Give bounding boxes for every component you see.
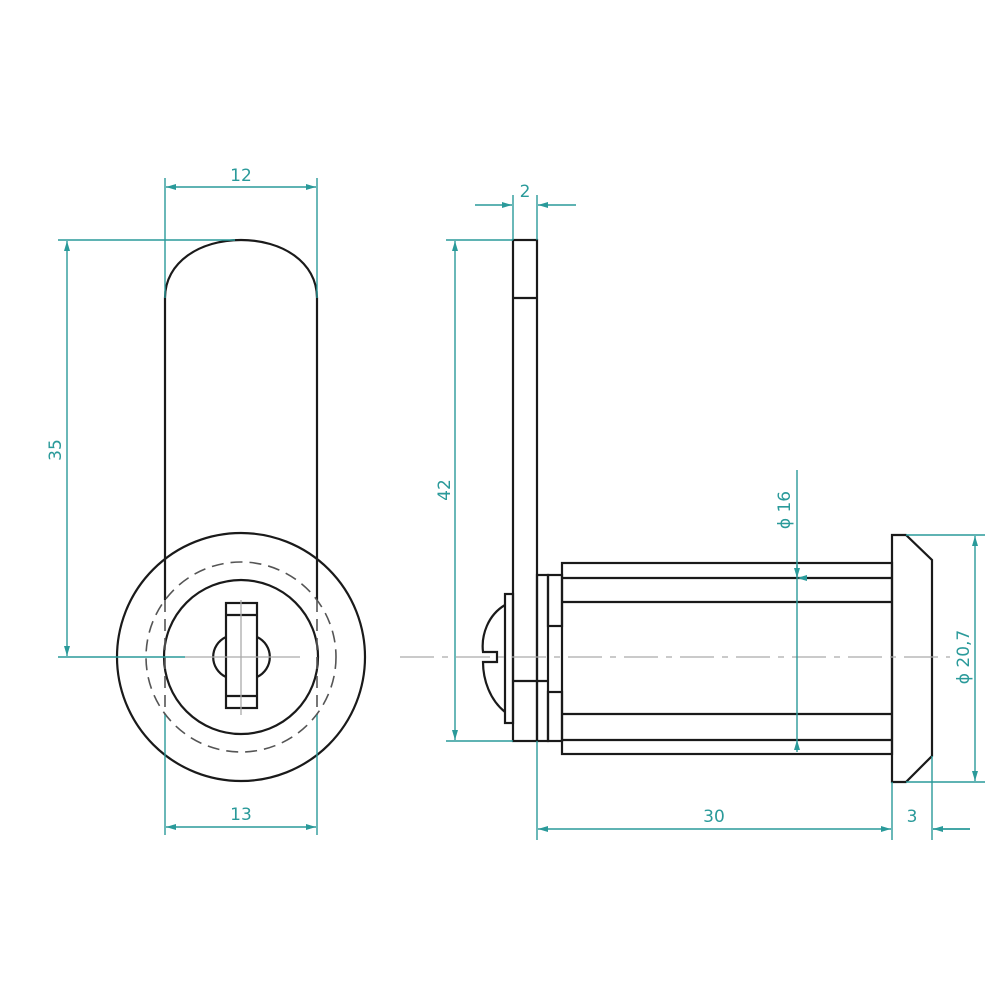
collar <box>535 573 550 743</box>
flange <box>890 533 934 784</box>
dim-body-length: 30 <box>703 807 725 827</box>
side-dimensions: 2 42 ϕ 16 ϕ 20,7 30 3 <box>435 182 985 840</box>
dim-cam-thickness: 2 <box>520 182 531 202</box>
side-view <box>400 238 950 784</box>
dim-flange-diameter: ϕ 20,7 <box>954 630 974 684</box>
cam-plate <box>511 238 539 743</box>
dim-width-top: 12 <box>230 166 252 186</box>
dim-height-front: 35 <box>46 439 66 461</box>
front-view <box>115 238 367 783</box>
lock-body <box>560 561 894 756</box>
dim-flange-thickness: 3 <box>907 807 918 827</box>
screw-head <box>481 604 506 713</box>
dim-body-diameter: ϕ 16 <box>775 491 795 529</box>
front-dimensions: 12 13 35 <box>46 166 318 835</box>
dim-width-bottom: 13 <box>230 805 252 825</box>
shackle-cam <box>163 238 319 600</box>
dim-height-side: 42 <box>435 479 455 501</box>
hidden-body-circle <box>145 561 337 753</box>
washer <box>503 592 515 725</box>
